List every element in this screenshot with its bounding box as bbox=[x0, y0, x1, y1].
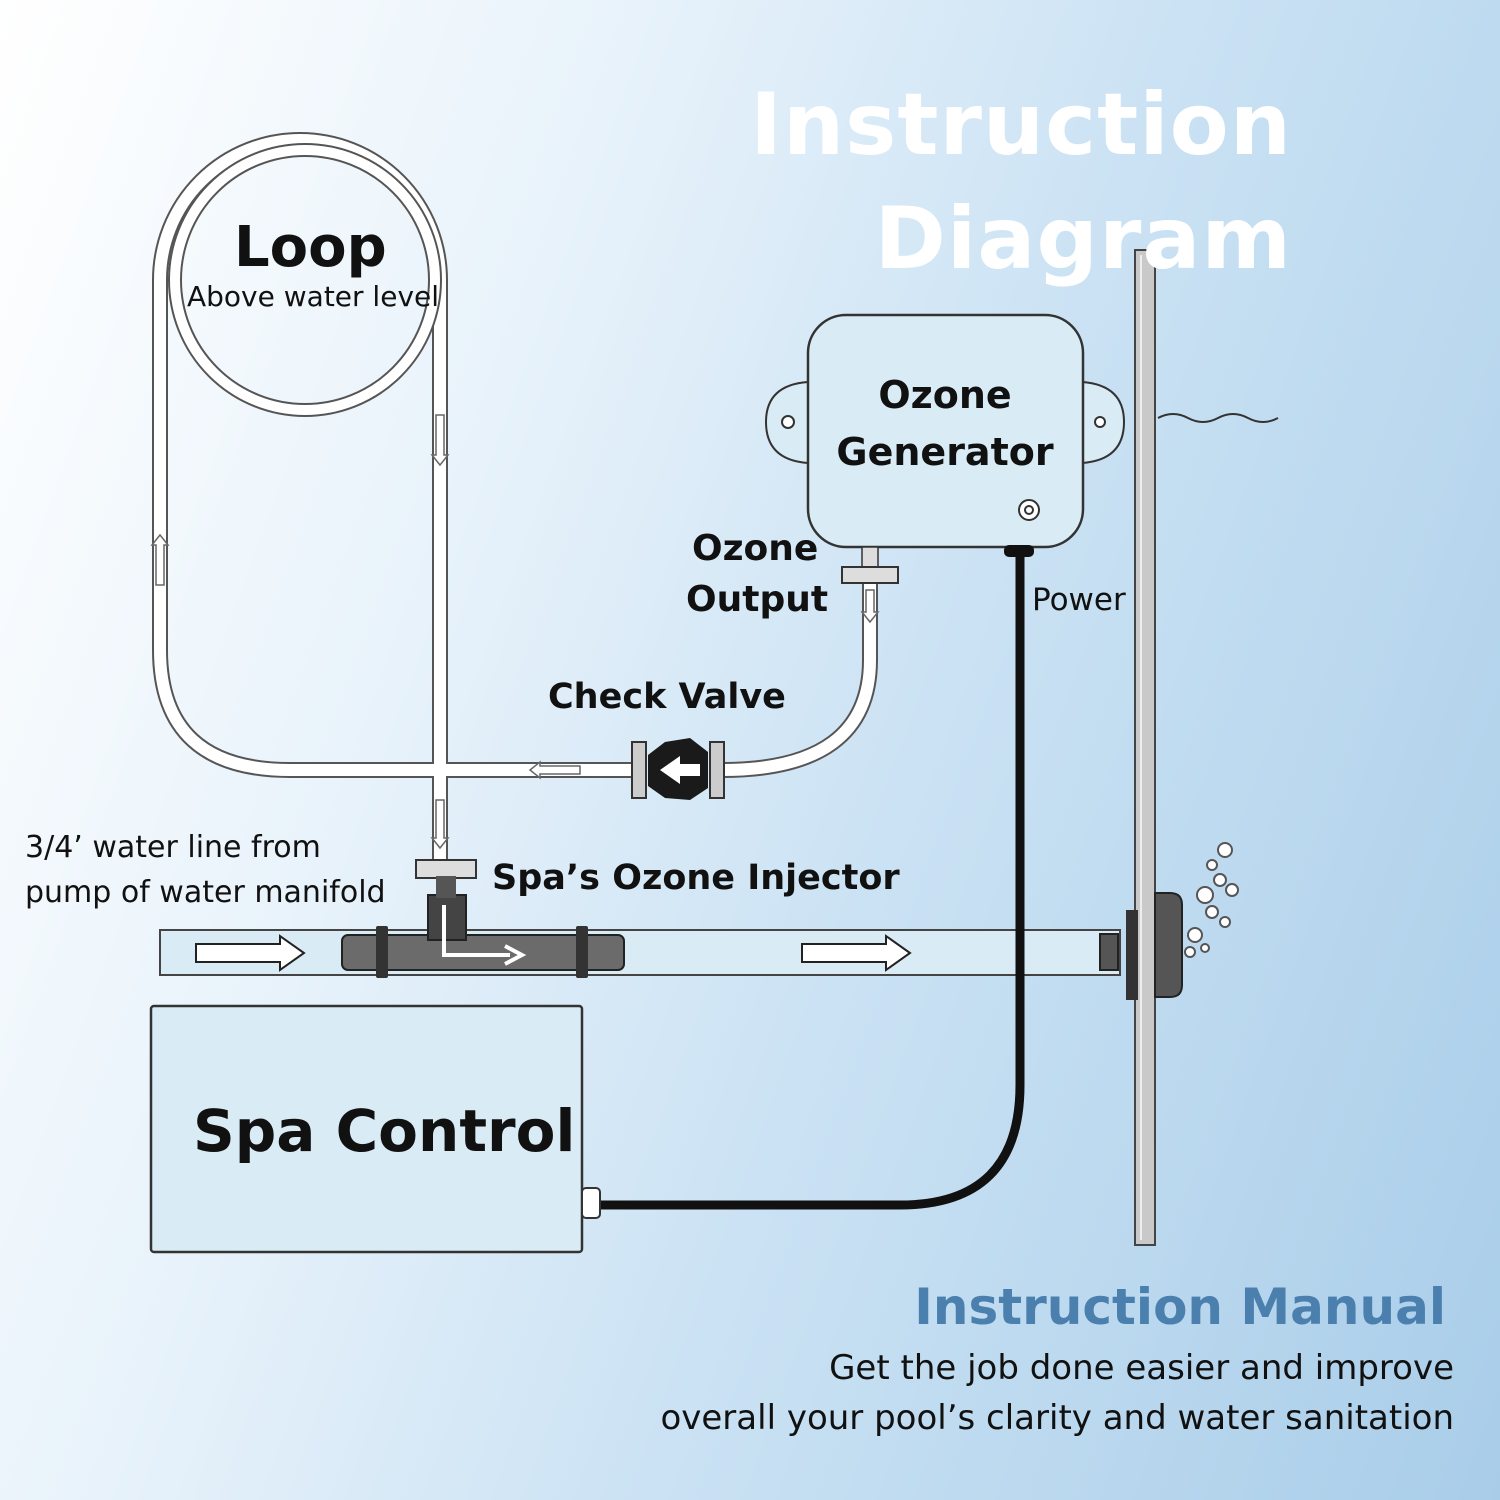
spa-control-unit bbox=[149, 1004, 601, 1254]
ozone-output-label-2: Output bbox=[686, 579, 829, 620]
ozone-generator-unit bbox=[764, 313, 1126, 584]
manual-title: Instruction Manual bbox=[914, 1278, 1446, 1336]
spa-control-label: Spa Control bbox=[193, 1097, 576, 1165]
water-line-label-2: pump of water manifold bbox=[25, 875, 386, 910]
power-label: Power bbox=[1032, 582, 1126, 618]
water-line-label-1: 3/4’ water line from bbox=[25, 830, 321, 865]
manual-desc-line-2: overall your pool’s clarity and water sa… bbox=[660, 1398, 1454, 1438]
check-valve bbox=[631, 738, 725, 800]
ozone-generator-label-1: Ozone bbox=[878, 373, 1012, 417]
injector-label: Spa’s Ozone Injector bbox=[492, 858, 900, 898]
loop-tubing bbox=[152, 132, 878, 870]
heading-line-2: Diagram bbox=[874, 189, 1292, 289]
main-water-pipe bbox=[159, 859, 1183, 1000]
check-valve-label: Check Valve bbox=[548, 677, 786, 717]
tube-flow-arrows bbox=[150, 414, 880, 850]
ozone-output-label-1: Ozone bbox=[692, 528, 819, 569]
pipe-flow-arrows bbox=[195, 934, 912, 972]
bubbles bbox=[1184, 842, 1239, 958]
ozone-generator-label-2: Generator bbox=[836, 430, 1054, 474]
power-cable bbox=[600, 555, 1025, 1210]
loop-note: Above water level bbox=[187, 280, 440, 313]
water-surface bbox=[1157, 413, 1279, 423]
loop-label: Loop bbox=[234, 215, 387, 280]
manual-desc-line-1: Get the job done easier and improve bbox=[829, 1348, 1454, 1388]
heading-line-1: Instruction bbox=[749, 75, 1292, 175]
tub-wall bbox=[1134, 249, 1156, 1246]
